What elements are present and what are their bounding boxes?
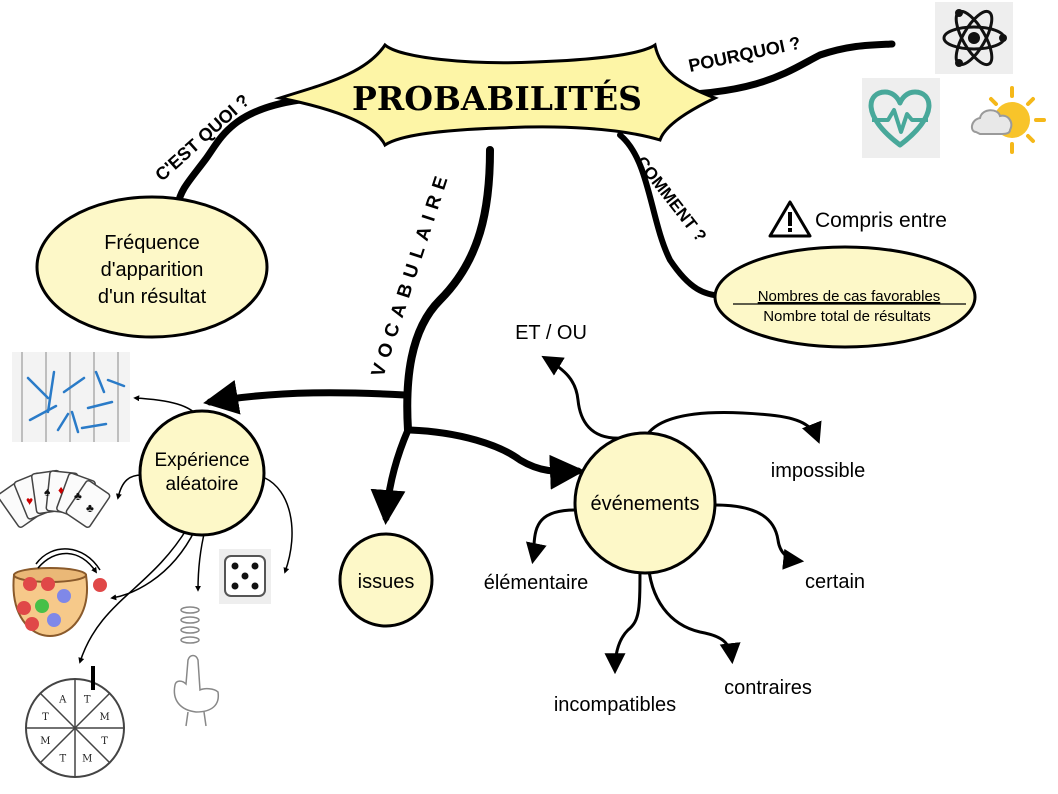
definition-line-2: d'apparition bbox=[101, 259, 204, 281]
definition-line-1: Fréquence bbox=[104, 232, 200, 254]
evenements-label: événements bbox=[591, 493, 700, 515]
svg-text:♥: ♥ bbox=[26, 494, 33, 508]
contraires-label: contraires bbox=[724, 677, 812, 699]
needles-icon bbox=[12, 352, 130, 442]
wheel-letter: T bbox=[42, 712, 49, 723]
title-node: PROBABILITÉS bbox=[274, 42, 719, 148]
warning-text: Compris entre bbox=[815, 209, 947, 232]
dice-icon bbox=[219, 549, 271, 604]
evenements-node: événements bbox=[573, 431, 717, 575]
wheel-letter: T bbox=[101, 736, 108, 747]
event-connectors bbox=[525, 355, 822, 675]
heart-pulse-icon bbox=[862, 78, 940, 158]
branch-label-cest-quoi: C'EST QUOI ? bbox=[151, 90, 253, 185]
incompatibles-label: incompatibles bbox=[554, 694, 676, 716]
experience-node: Expérience aléatoire bbox=[138, 409, 266, 537]
branch-label-comment: COMMENT ? bbox=[632, 153, 710, 246]
coin-flip-icon bbox=[173, 606, 220, 727]
formula-bubble: Nombres de cas favorables Nombre total d… bbox=[713, 245, 977, 349]
definition-bubble: Fréquence d'apparition d'un résultat bbox=[35, 195, 269, 339]
branch-connectors bbox=[174, 40, 896, 525]
certain-label: certain bbox=[805, 571, 865, 593]
wheel-letter: M bbox=[99, 712, 109, 723]
experience-line-1: Expérience bbox=[154, 450, 249, 471]
page-title: PROBABILITÉS bbox=[352, 78, 642, 118]
formula-denominator: Nombre total de résultats bbox=[763, 308, 931, 325]
experience-line-2: aléatoire bbox=[166, 474, 239, 495]
svg-text:♦: ♦ bbox=[58, 483, 64, 497]
wheel-letter: M bbox=[82, 754, 92, 765]
wheel-letter: T bbox=[84, 694, 91, 705]
warning-icon bbox=[768, 200, 812, 238]
svg-text:♣: ♣ bbox=[74, 489, 82, 503]
formula-numerator: Nombres de cas favorables bbox=[758, 288, 941, 305]
et-ou-label: ET / OU bbox=[515, 322, 587, 344]
svg-text:♣: ♣ bbox=[86, 501, 94, 515]
wheel-letter: T bbox=[59, 754, 66, 765]
issues-label: issues bbox=[358, 571, 415, 593]
issues-node: issues bbox=[338, 532, 434, 628]
definition-line-3: d'un résultat bbox=[98, 286, 207, 308]
cards-icon: ♥ ♠ ♦ ♣ ♣ bbox=[0, 469, 111, 528]
sun-cloud-icon bbox=[970, 86, 1046, 154]
marbles-bag-icon bbox=[12, 548, 107, 638]
elementaire-label: élémentaire bbox=[484, 572, 589, 594]
wheel-letter: M bbox=[40, 736, 50, 747]
atom-icon bbox=[935, 2, 1013, 74]
wheel-letter: A bbox=[58, 694, 67, 705]
impossible-label: impossible bbox=[771, 460, 865, 482]
svg-text:♠: ♠ bbox=[44, 485, 51, 499]
